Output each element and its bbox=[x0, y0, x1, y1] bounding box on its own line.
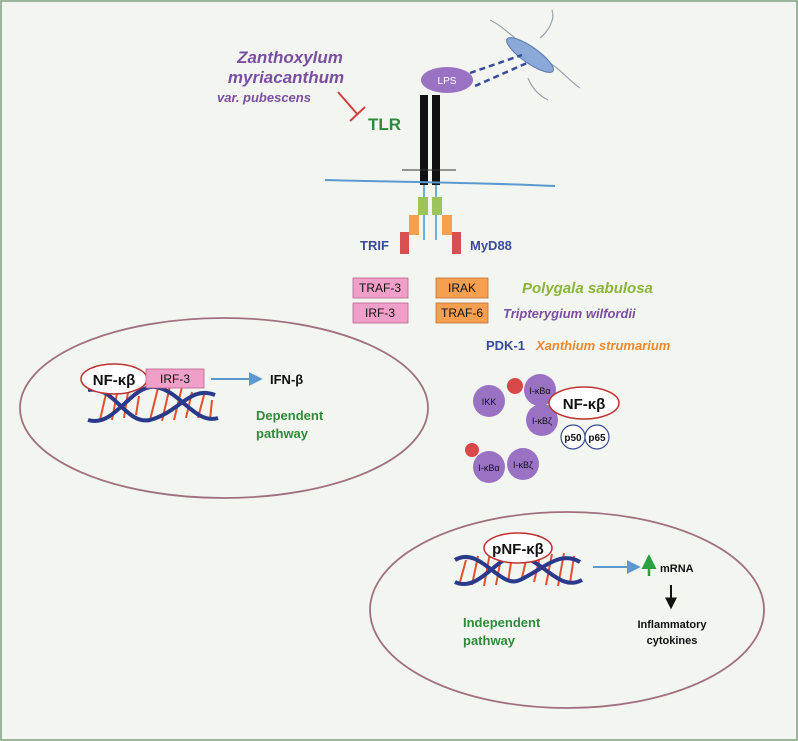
traf6-box bbox=[435, 302, 489, 324]
traf3-label: TRAF-3 bbox=[359, 281, 401, 295]
dep-irf3-box bbox=[145, 368, 205, 389]
bacterium-icon bbox=[489, 9, 581, 101]
free-ikbz-label: I-κBζ bbox=[513, 460, 533, 470]
cytokines-label-line1: Inflammatory bbox=[637, 619, 707, 631]
myd88-label: MyD88 bbox=[470, 238, 512, 253]
traf6-label: TRAF-6 bbox=[441, 306, 483, 320]
free-ikba-label: I-κBα bbox=[478, 463, 499, 473]
receptor-intracellular-domain bbox=[400, 185, 461, 254]
ikk-complex bbox=[473, 374, 558, 436]
zanthoxylum-label-line2: myriacanthum bbox=[228, 68, 344, 87]
lps-link-lower bbox=[474, 61, 528, 88]
dep-nfkb-label: NF-κβ bbox=[93, 372, 136, 389]
receptor-bar-right bbox=[432, 95, 440, 185]
nfkb-complex-label: NF-κβ bbox=[563, 396, 606, 413]
trif-label: TRIF bbox=[360, 238, 389, 253]
irf3-box bbox=[352, 302, 409, 324]
pdk1-label: PDK-1 bbox=[486, 338, 525, 353]
irak-box bbox=[435, 277, 489, 299]
dependent-label-line2: pathway bbox=[256, 426, 309, 441]
ikba-label: I-κBα bbox=[529, 386, 550, 396]
irf3-label: IRF-3 bbox=[365, 306, 395, 320]
indep-nfkb-label: pNF-κβ bbox=[492, 541, 544, 558]
receptor-bar-left bbox=[420, 95, 428, 185]
lps-link-upper bbox=[469, 53, 523, 75]
ifn-beta-label: IFN-β bbox=[270, 372, 303, 387]
nfkb-complex-ellipse bbox=[548, 386, 620, 420]
p65-label: p65 bbox=[588, 433, 606, 444]
dependent-label-line1: Dependent bbox=[256, 408, 324, 423]
mrna-label: mRNA bbox=[660, 563, 694, 575]
zanthoxylum-label-line1: Zanthoxylum bbox=[236, 48, 343, 67]
xanthium-label: Xanthium strumarium bbox=[535, 338, 671, 353]
indep-nfkb-ellipse bbox=[483, 532, 553, 564]
ikbz-label: I-κBζ bbox=[532, 416, 552, 426]
traf3-box bbox=[352, 277, 409, 299]
irak-label: IRAK bbox=[448, 281, 476, 295]
p65-circle bbox=[584, 424, 610, 450]
dep-irf3-label: IRF-3 bbox=[160, 372, 190, 386]
p50-label: p50 bbox=[564, 433, 582, 444]
independent-label-line1: Independent bbox=[463, 615, 541, 630]
polygala-label: Polygala sabulosa bbox=[522, 280, 653, 297]
tlr-inhibition-bar bbox=[349, 106, 366, 122]
independent-label-line2: pathway bbox=[463, 633, 516, 648]
lps-label: LPS bbox=[438, 76, 457, 87]
tlr-label: TLR bbox=[368, 115, 401, 134]
cytokines-label-line2: cytokines bbox=[647, 635, 698, 647]
cell-membrane bbox=[324, 179, 556, 187]
zanthoxylum-label-line3: var. pubescens bbox=[217, 90, 311, 105]
ikk-label: IKK bbox=[482, 397, 497, 407]
independent-pathway-ellipse bbox=[369, 511, 765, 709]
lps-ellipse bbox=[421, 67, 473, 93]
dependent-pathway-ellipse bbox=[19, 317, 429, 499]
tripterygium-label: Tripterygium wilfordii bbox=[503, 306, 636, 321]
tlr-inhibition-line bbox=[337, 91, 359, 116]
free-ikb-molecules bbox=[465, 443, 539, 483]
